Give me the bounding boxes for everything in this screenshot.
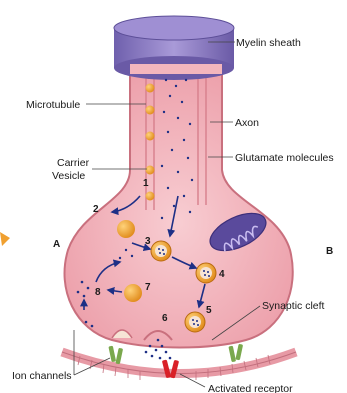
step-1: 1: [143, 178, 149, 189]
vesicle-filled-3: [151, 241, 171, 261]
label-synaptic-cleft: Synaptic cleft: [262, 300, 325, 312]
label-myelin-sheath: Myelin sheath: [236, 37, 301, 49]
label-ion-channels: Ion channels: [12, 370, 72, 382]
label-glutamate-molecules: Glutamate molecules: [235, 152, 334, 164]
vesicle-docked-5: [185, 312, 205, 332]
axon-terminal: [65, 70, 293, 348]
edge-fragment-left: [0, 232, 10, 246]
label-axon: Axon: [235, 117, 259, 129]
step-4: 4: [219, 269, 225, 280]
label-activated-receptor: Activated receptor: [208, 383, 293, 393]
vesicle-recycled-7: [124, 284, 142, 302]
panel-label-b: B: [326, 246, 333, 257]
vesicle-filled-4: [196, 263, 216, 283]
label-carrier: Carrier: [57, 157, 90, 169]
label-microtubule: Microtubule: [26, 99, 80, 111]
step-7: 7: [145, 282, 151, 293]
label-vesicle: Vesicle: [52, 170, 85, 182]
panel-label-a: A: [53, 239, 60, 250]
step-6: 6: [162, 313, 168, 324]
step-3: 3: [145, 236, 151, 247]
myelin-sheath: [114, 16, 234, 80]
step-5: 5: [206, 305, 212, 316]
ion-channel-right: [228, 344, 243, 362]
step-2: 2: [93, 204, 99, 215]
vesicle-empty-2: [117, 220, 135, 238]
postsynaptic-membrane: [62, 352, 296, 380]
step-8: 8: [95, 287, 101, 298]
